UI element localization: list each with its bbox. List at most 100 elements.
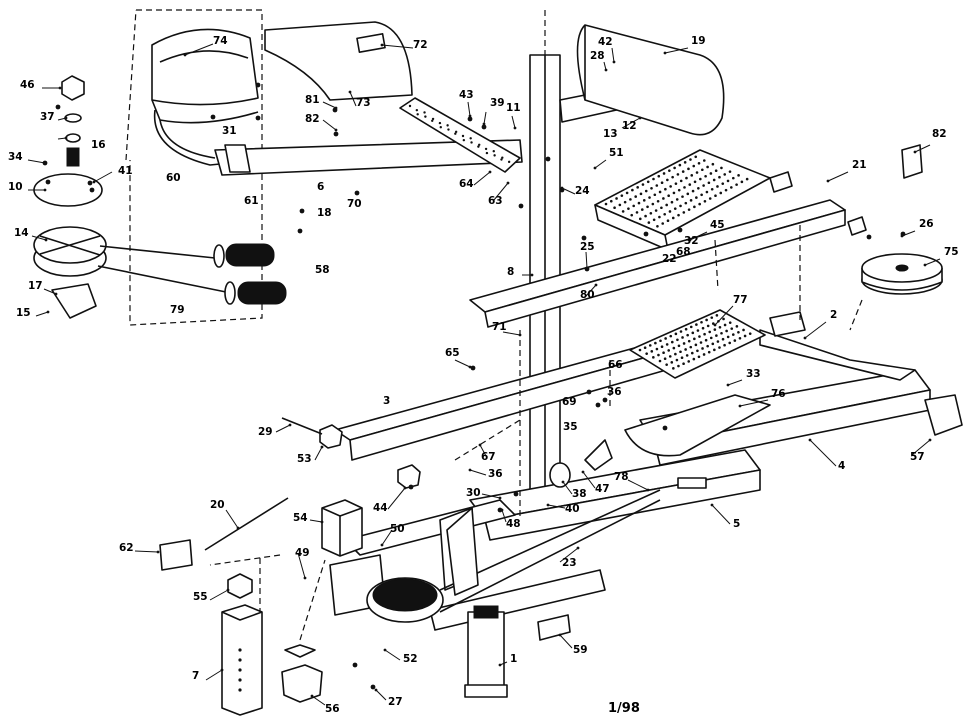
part-number-label: 27 (388, 696, 403, 708)
nut-6 (65, 133, 81, 143)
leader-line (481, 493, 501, 499)
leader-line (349, 91, 357, 107)
tube-plug (227, 573, 253, 599)
part-number-label: 19 (691, 35, 706, 47)
part-number-label: 23 (562, 557, 577, 569)
part-number-label: 72 (413, 39, 428, 51)
hardware-bolts (42, 82, 906, 690)
lower-foot-plate (629, 309, 766, 379)
leader-line (297, 552, 306, 579)
cord-lower (97, 265, 227, 293)
part-number-label: 29 (258, 426, 273, 438)
part-number-label: 61 (244, 195, 259, 207)
part-number-label: 76 (771, 388, 786, 400)
leader-line (375, 689, 387, 701)
leader-line (225, 509, 239, 529)
foot-cap-right (924, 394, 963, 436)
leader-line (502, 331, 521, 336)
right-rail (469, 199, 846, 328)
end-cap-26 (847, 216, 867, 236)
detail-box-left (125, 9, 137, 161)
tension-pulley (861, 253, 943, 295)
pop-pin-knob (549, 462, 571, 488)
seat-arm-tube (214, 139, 523, 176)
leader-line (727, 379, 743, 386)
leader-line (493, 182, 509, 201)
part-number-label: 25 (580, 241, 595, 253)
part-number-label: 46 (20, 79, 35, 91)
part-number-label: 10 (8, 181, 23, 193)
square-knob (319, 424, 343, 449)
cord-upper (99, 245, 216, 259)
part-number-label: 15 (16, 307, 31, 319)
part-number-label: 75 (944, 246, 959, 258)
leader-line (381, 44, 414, 49)
leader-line (585, 251, 588, 269)
part-number-label: 68 (676, 246, 691, 258)
upright-strut (446, 507, 479, 596)
part-number-label: 8 (507, 266, 514, 278)
leader-line (27, 159, 46, 164)
leader-line (134, 550, 159, 553)
part-number-label: 5 (733, 518, 740, 530)
leader-line (35, 311, 49, 317)
part-number-label: 26 (919, 218, 934, 230)
part-number-label: 63 (488, 195, 503, 207)
leader-line (739, 399, 769, 407)
leader-line (387, 487, 406, 510)
part-number-label: 58 (315, 264, 330, 276)
grip-handle-lower (224, 281, 287, 305)
end-cap-21 (769, 171, 793, 193)
part-number-label: 39 (490, 97, 505, 109)
part-number-label: 77 (733, 294, 748, 306)
part-number-label: 11 (506, 102, 521, 114)
part-number-label: 37 (40, 111, 55, 123)
date-code: 1/98 (608, 701, 640, 716)
part-number-label: 28 (590, 50, 605, 62)
leader-line (322, 101, 337, 109)
tension-knob (61, 75, 85, 101)
part-number-label: 12 (622, 120, 637, 132)
part-number-label: 67 (481, 451, 496, 463)
leg-cap-insert (284, 644, 316, 658)
square-knob-2 (397, 464, 421, 489)
leader-line (314, 446, 323, 461)
seat-cushion (151, 28, 259, 124)
leader-line (547, 504, 566, 509)
part-number-label: 36 (607, 386, 622, 398)
part-number-label: 30 (466, 487, 481, 499)
part-number-label: 57 (910, 451, 925, 463)
leader-line (804, 321, 827, 339)
end-cap-left (159, 539, 193, 571)
leader-line (621, 117, 641, 129)
part-number-label: 48 (506, 518, 521, 530)
part-number-label: 74 (213, 35, 228, 47)
drive-pulley (366, 489, 661, 623)
part-number-label: 17 (28, 280, 43, 292)
leader-line (827, 171, 849, 182)
leader-line (473, 171, 491, 186)
part-number-label: 41 (118, 165, 133, 177)
leg-cap (281, 664, 323, 703)
leader-line (511, 115, 516, 129)
part-number-label: 33 (746, 368, 761, 380)
leader-line (559, 547, 579, 563)
part-number-label: 22 (662, 253, 677, 265)
part-number-label: 65 (445, 347, 460, 359)
leader-line (809, 439, 837, 467)
part-number-label: 52 (403, 653, 418, 665)
part-number-label: 71 (492, 321, 507, 333)
leader-line (585, 284, 597, 297)
detail-box-outline (129, 9, 263, 326)
clamp-bracket (537, 614, 571, 641)
leader-line (469, 469, 487, 476)
leader-line (184, 43, 214, 56)
front-column (464, 605, 508, 698)
leader-line (611, 47, 615, 63)
part-number-label: 78 (614, 471, 629, 483)
leader-line (711, 504, 731, 525)
part-number-label: 44 (373, 502, 388, 514)
leader-line (454, 359, 471, 368)
bolt-29 (281, 417, 323, 435)
